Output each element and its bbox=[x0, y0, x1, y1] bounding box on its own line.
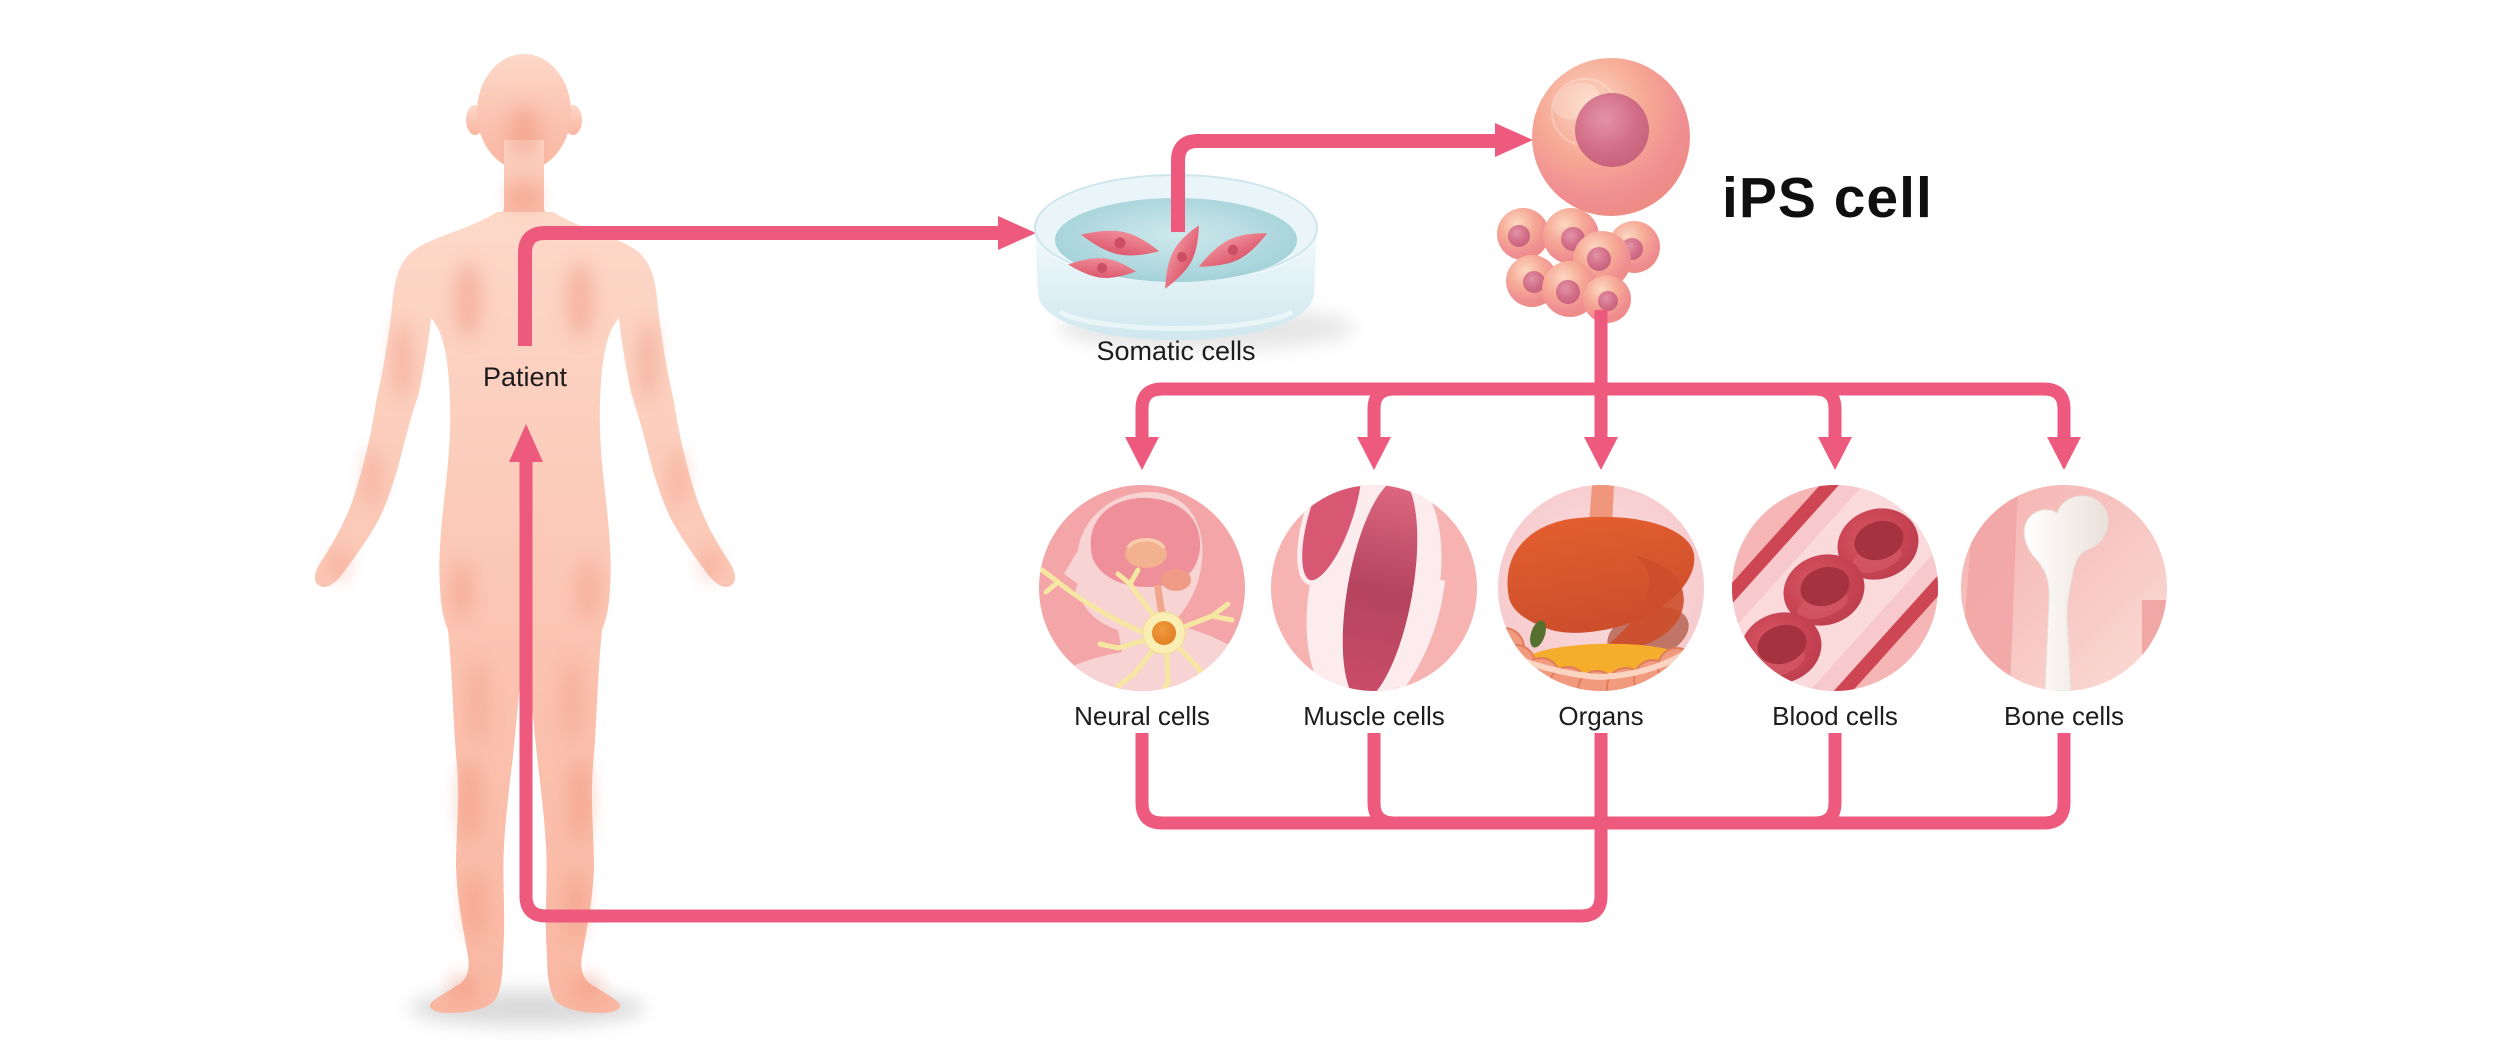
harvest-arrow bbox=[518, 216, 1036, 346]
branch-arrowhead bbox=[1357, 437, 1391, 470]
somatic-cells-spindle-icons bbox=[1068, 225, 1268, 289]
branch-arrowhead bbox=[1584, 437, 1618, 470]
bone-cells-icon bbox=[1961, 485, 2167, 691]
neural-cells-icon bbox=[1039, 485, 1245, 691]
cell-type-label-bone: Bone cells bbox=[2004, 701, 2124, 731]
muscle-cells-icon bbox=[1271, 485, 1477, 691]
somatic-cells-label: Somatic cells bbox=[1096, 336, 1256, 366]
cell-type-label-organs: Organs bbox=[1558, 701, 1644, 731]
branch-arrowhead bbox=[1818, 437, 1852, 470]
cell-type-label-muscle: Muscle cells bbox=[1303, 701, 1445, 731]
return-arrowhead bbox=[509, 424, 543, 462]
patient-label: Patient bbox=[482, 362, 568, 392]
cell-type-label-neural: Neural cells bbox=[1074, 701, 1210, 731]
ips-cell-label: iPS cell bbox=[1722, 166, 1933, 230]
differentiation-arrows bbox=[1125, 310, 2081, 470]
petri-dish-icon bbox=[1034, 174, 1354, 350]
reprogram-arrow bbox=[1171, 123, 1533, 232]
return-path bbox=[509, 424, 2071, 923]
organs-icon bbox=[1498, 485, 1704, 691]
branch-arrowhead bbox=[2047, 437, 2081, 470]
cell-type-label-blood: Blood cells bbox=[1772, 701, 1898, 731]
branch-arrowhead bbox=[1125, 437, 1159, 470]
ips-cell-cluster-icon bbox=[1497, 208, 1660, 323]
ips-cell-icon bbox=[1532, 58, 1690, 216]
